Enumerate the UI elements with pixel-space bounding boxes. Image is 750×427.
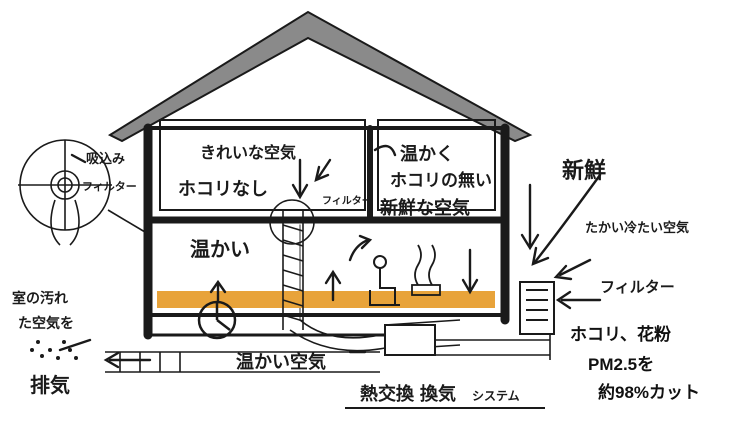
inner-filter-circle [269, 199, 315, 245]
label-intake-line2: フィルター [82, 180, 137, 193]
label-exhaust: 排気 [30, 373, 70, 397]
label-fresh: 新鮮 [562, 158, 606, 184]
heat-exchanger-box [384, 324, 436, 356]
label-warm-line1: 温かく [400, 144, 454, 165]
label-warm: 温かい [190, 237, 250, 261]
person-sitting-icon [369, 255, 400, 306]
label-dust-free: ホコリなし [178, 179, 268, 200]
label-dust-pollen: ホコリ、花粉 [570, 324, 671, 344]
label-warm-duct: 温かい空気 [236, 351, 326, 373]
label-clean-air: きれいな空気 [200, 143, 296, 162]
label-system-part1: 熱交換 [360, 383, 415, 405]
filter-box-icon [519, 281, 555, 335]
label-filter-outer: フィルター [600, 278, 675, 296]
duct-vertical [282, 210, 304, 330]
label-system-part3: システム [472, 389, 520, 403]
intake-filter-sketch [18, 139, 146, 246]
label-filter-inner: フィルター [322, 195, 372, 207]
label-pm25: PM2.5を [588, 355, 654, 374]
label-intake-line1: 吸込み [86, 151, 125, 167]
label-warm-line2: ホコリの無い [390, 170, 492, 191]
label-warm-line3: 新鮮な空気 [380, 197, 470, 219]
airflow-arrows [58, 144, 602, 369]
steam-icon [411, 244, 441, 296]
label-cut-rate: 約98%カット [598, 382, 700, 402]
label-cold-air: たかい冷たい空気 [585, 220, 689, 236]
label-system-part2: 換気 [420, 383, 456, 405]
label-room-dirty-line2: た空気を [18, 315, 74, 332]
roof [107, 10, 533, 143]
floor-heating-band [157, 291, 495, 308]
label-room-dirty-line1: 室の汚れ [12, 290, 68, 307]
fan-icon [197, 300, 237, 340]
exhaust-particles [30, 340, 78, 360]
duct-exhaust [105, 351, 380, 373]
house-walls [143, 119, 510, 340]
